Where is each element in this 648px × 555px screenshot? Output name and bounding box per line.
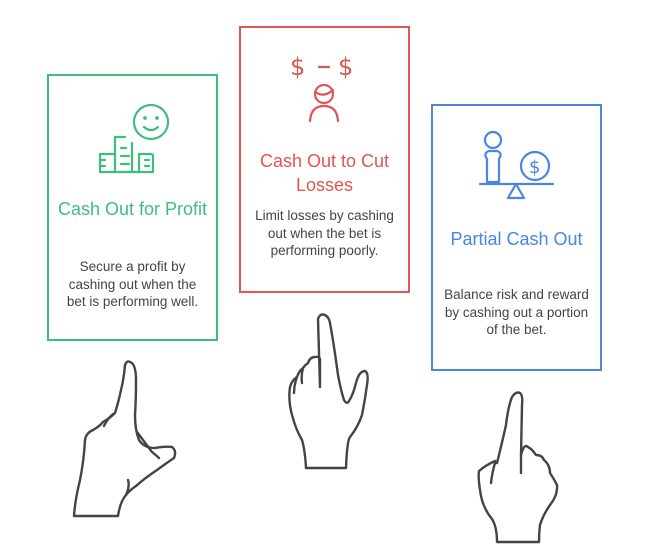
pointing-hand-icon bbox=[60, 350, 200, 555]
svg-text:$: $ bbox=[290, 53, 305, 81]
card-cash-out-for-profit: Cash Out for Profit Secure a profit by c… bbox=[47, 74, 218, 341]
svg-text:$: $ bbox=[338, 53, 353, 81]
card-title: Cash Out to Cut Losses bbox=[259, 151, 390, 195]
person-dollar-balance-icon: $ bbox=[433, 106, 600, 226]
dollar-minus-dollar-person-icon: $ $ bbox=[241, 28, 408, 148]
building-smiley-icon bbox=[49, 76, 216, 196]
pointing-hand-icon bbox=[270, 305, 380, 480]
pointing-hand-icon bbox=[470, 385, 580, 555]
card-description: Secure a profit by cashing out when the … bbox=[66, 259, 199, 309]
card-partial-cash-out: $ Partial Cash Out Balance risk and rewa… bbox=[431, 104, 602, 371]
card-title: Partial Cash Out bbox=[450, 229, 583, 249]
svg-text:$: $ bbox=[529, 157, 540, 178]
card-title: Cash Out for Profit bbox=[57, 199, 208, 219]
card-description: Limit losses by cashing out when the bet… bbox=[255, 208, 394, 258]
card-cash-out-to-cut-losses: $ $ Cash Out to Cut Losses Limit losses … bbox=[239, 26, 410, 293]
card-description: Balance risk and reward by cashing out a… bbox=[444, 287, 589, 337]
